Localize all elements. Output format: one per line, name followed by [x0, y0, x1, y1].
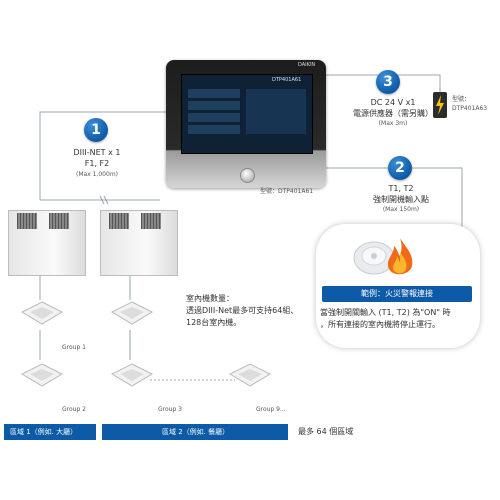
brand-logo: DAIKIN: [298, 62, 316, 68]
indoor-unit-group9: [228, 363, 272, 387]
indoor-count-line3: 128台室內機。: [186, 318, 242, 327]
step-3-badge: 3: [376, 70, 400, 94]
power-supply-model: DTP401A63: [452, 105, 488, 112]
fire-panel-title: 範例：火災警報連接: [322, 286, 472, 302]
outdoor-unit-2: [100, 210, 178, 276]
indoor-unit-group3: [110, 363, 154, 387]
fire-panel-desc2: ，所有連接的室內機將停止運行。: [320, 320, 440, 329]
diii-net-line: [39, 111, 166, 200]
step-2-line2: 強制開機輸入點: [373, 195, 429, 204]
lightning-icon: [436, 95, 444, 115]
fire-panel-desc1: 當強制開關輸入 (T1, T2) 為"ON" 時: [320, 308, 451, 317]
indoor-unit-group2: [20, 363, 64, 387]
step-3-line2: 電源供應器（需另購）: [353, 109, 433, 118]
controller-model-label: 型號：DTP401A61: [260, 188, 314, 195]
step-1-badge: 1: [84, 118, 108, 142]
power-line: [326, 74, 441, 92]
power-supply: [433, 92, 447, 118]
group-9-label: Group 9...: [256, 406, 286, 413]
outdoor-unit-1: [8, 210, 86, 276]
step-2-line3: (Max 150m): [382, 206, 420, 213]
group-2-label: Group 2: [62, 406, 86, 413]
indoor-unit-group1-b: [110, 301, 154, 325]
group-3-label: Group 3: [158, 406, 182, 413]
power-supply-label: 型號：: [452, 96, 471, 103]
fire-icon: [387, 238, 413, 275]
screen-title: DTP401A61: [272, 77, 302, 83]
fire-input-line: [326, 167, 463, 230]
step-2-badge: 2: [388, 156, 412, 180]
indoor-count-line1: 室內機數量：: [186, 294, 234, 303]
step-2-line1: T1, T2: [388, 184, 414, 193]
zone-2-bar: 區域 2（例如. 餐廳）: [102, 424, 288, 440]
group-1-label: Group 1: [62, 344, 86, 351]
step-3-line3: (Max 3m): [378, 120, 408, 127]
zone-1-bar: 區域 1（例如. 大廳）: [4, 424, 96, 440]
controller-screen: DTP401A61: [181, 74, 313, 154]
step-3-line1: DC 24 V x1: [370, 98, 416, 107]
indoor-unit-group1-a: [20, 301, 64, 325]
controller-button[interactable]: [240, 168, 255, 183]
indoor-count-line2: 透過DIII-Net最多可支持64組、: [186, 306, 299, 315]
step-1-line1: DIII-NET x 1: [73, 148, 121, 157]
max-zones-label: 最多 64 個區域: [298, 427, 354, 436]
step-1-line3: (Max 1,000m): [75, 171, 118, 178]
step-1-line2: F1, F2: [84, 159, 110, 168]
